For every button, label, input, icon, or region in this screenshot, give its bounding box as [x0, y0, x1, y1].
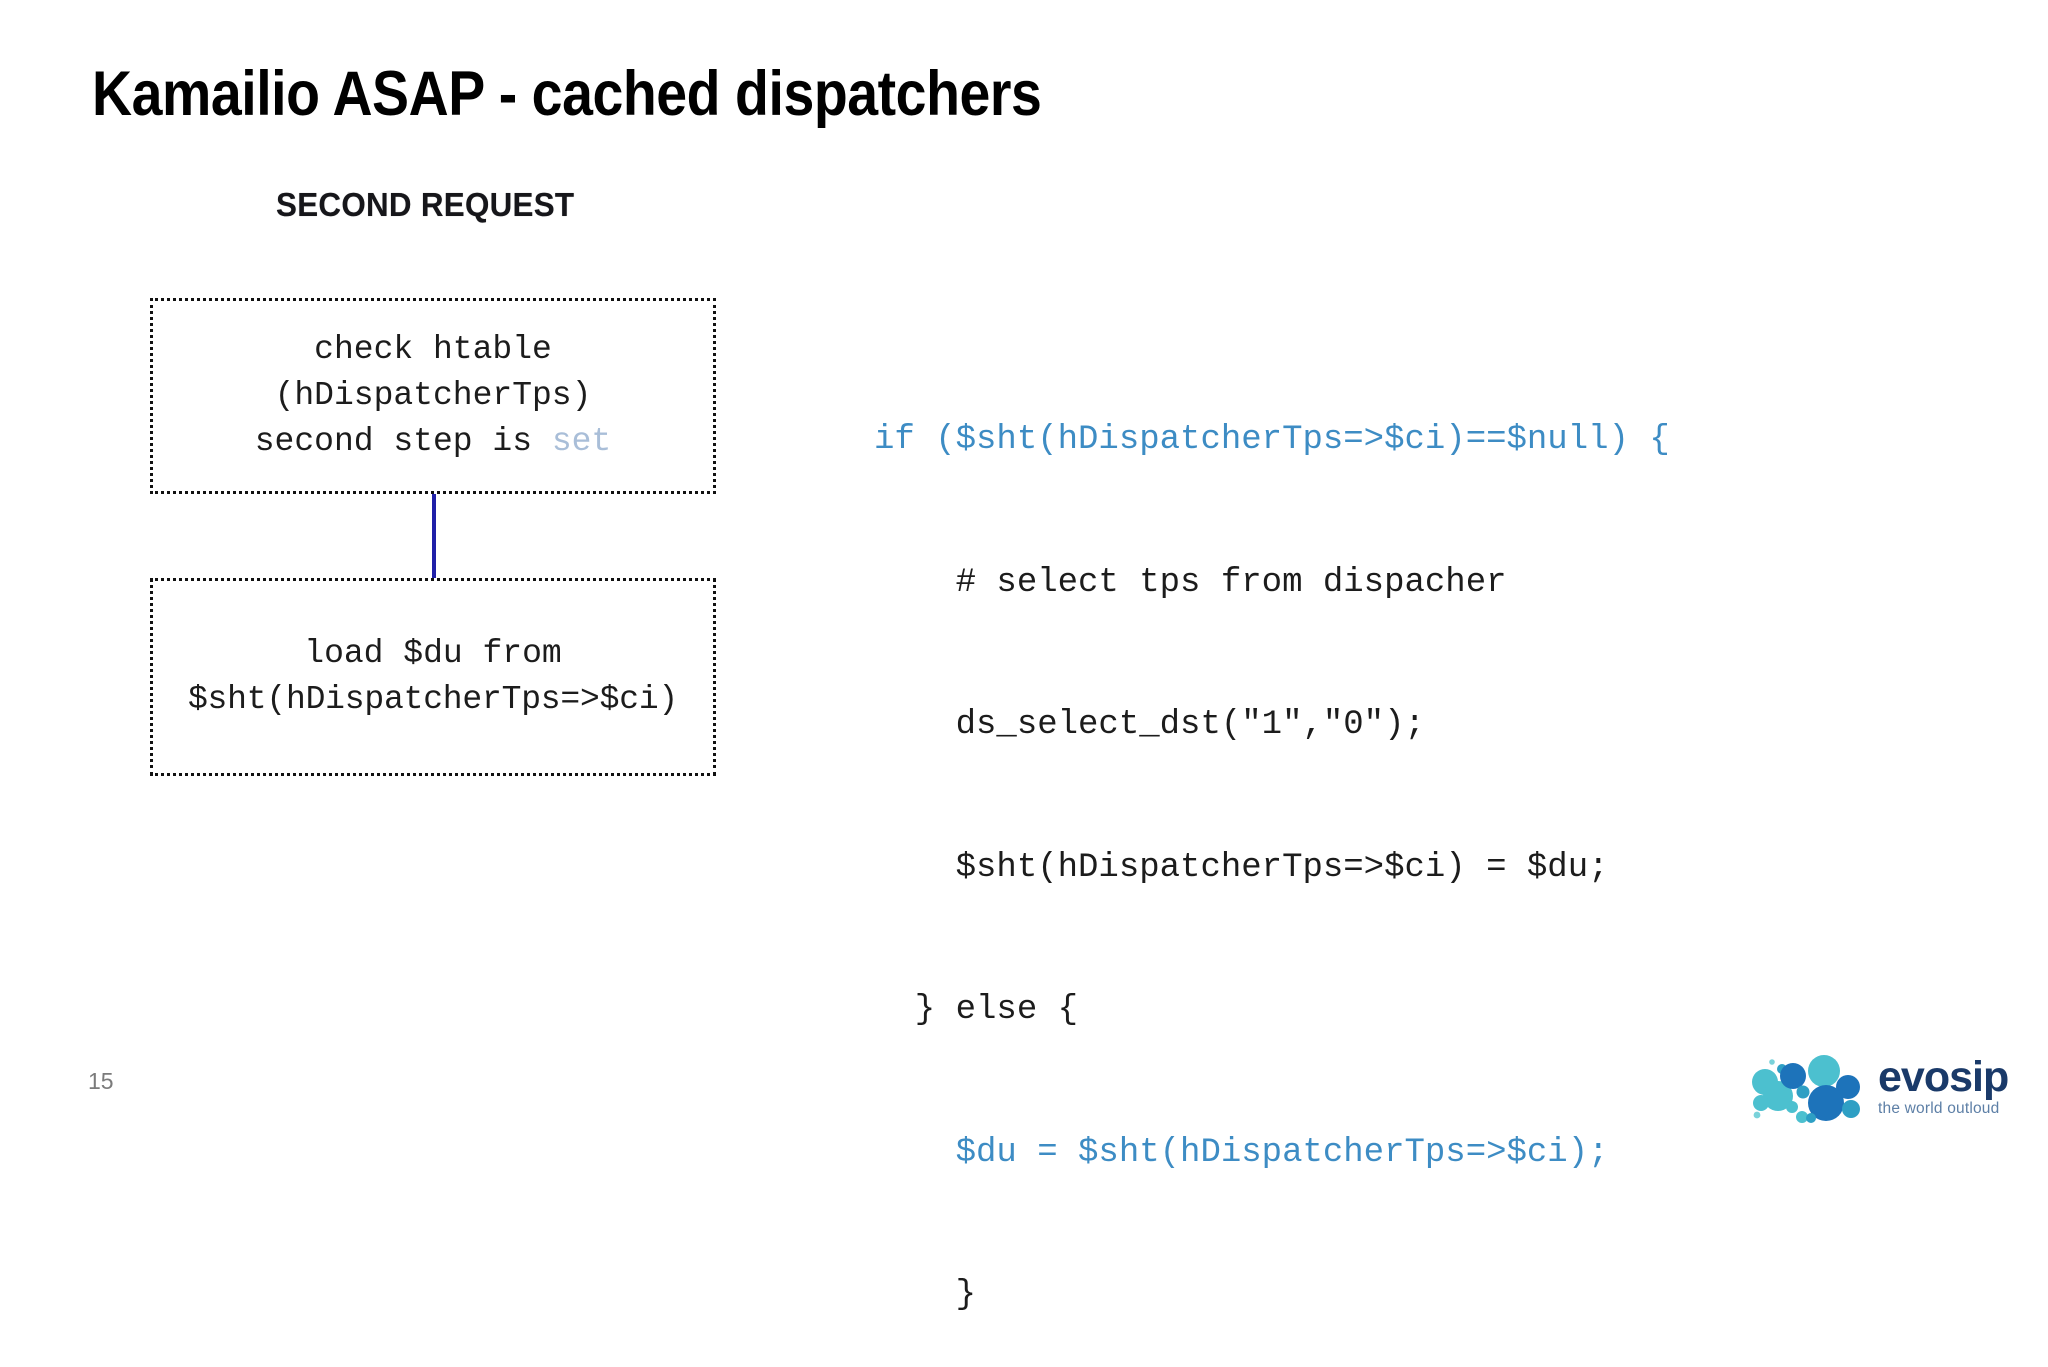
flow-box-line: second step is set	[255, 419, 611, 465]
diagram-heading: SECOND REQUEST	[276, 186, 575, 223]
code-snippet: if ($sht(hDispatcherTps=>$ci)==$null) { …	[874, 322, 1670, 1367]
flow-diagram: SECOND REQUEST check htable (hDispatcher…	[0, 0, 800, 820]
code-line: }	[874, 1276, 977, 1314]
flow-box-line-text: check htable	[314, 331, 552, 368]
page-title: Kamailio ASAP - cached dispatchers	[92, 59, 1042, 129]
code-line: if ($sht(hDispatcherTps=>$ci)==$null) {	[874, 421, 1670, 459]
flow-box-line: (hDispatcherTps)	[275, 373, 592, 419]
flow-box-line: check htable	[314, 327, 552, 373]
flow-box-load-du: load $du from $sht(hDispatcherTps=>$ci)	[150, 578, 716, 776]
code-line: $sht(hDispatcherTps=>$ci) = $du;	[874, 848, 1609, 887]
evosip-tagline: the world outloud	[1878, 1100, 2000, 1117]
flow-box-line-text: $sht(hDispatcherTps=>$ci)	[187, 681, 679, 718]
evosip-logo: evosip the world outloud	[1748, 1042, 2020, 1134]
flow-box-line-text: load $du from	[304, 635, 562, 672]
code-line: # select tps from dispacher	[874, 563, 1507, 602]
code-line: $du = $sht(hDispatcherTps=>$ci);	[874, 1133, 1609, 1172]
flow-connector-line	[432, 494, 436, 580]
code-line: ds_select_dst("1","0");	[874, 706, 1425, 744]
flow-box-line-text: (hDispatcherTps)	[274, 377, 592, 414]
code-line: } else {	[874, 991, 1079, 1029]
evosip-bubbles-icon	[1752, 1055, 1860, 1123]
evosip-wordmark: evosip the world outloud	[1878, 1056, 2020, 1120]
flow-box-line-highlight: set	[551, 423, 612, 460]
flow-box-check-htable: check htable (hDispatcherTps) second ste…	[150, 298, 716, 494]
evosip-wordmark-text: evosip	[1878, 1053, 2009, 1101]
flow-box-line: load $du from	[304, 631, 561, 677]
flow-box-line: $sht(hDispatcherTps=>$ci)	[188, 677, 678, 723]
page-number: 15	[88, 1068, 114, 1094]
flow-box-line-text: second step is	[254, 423, 552, 460]
